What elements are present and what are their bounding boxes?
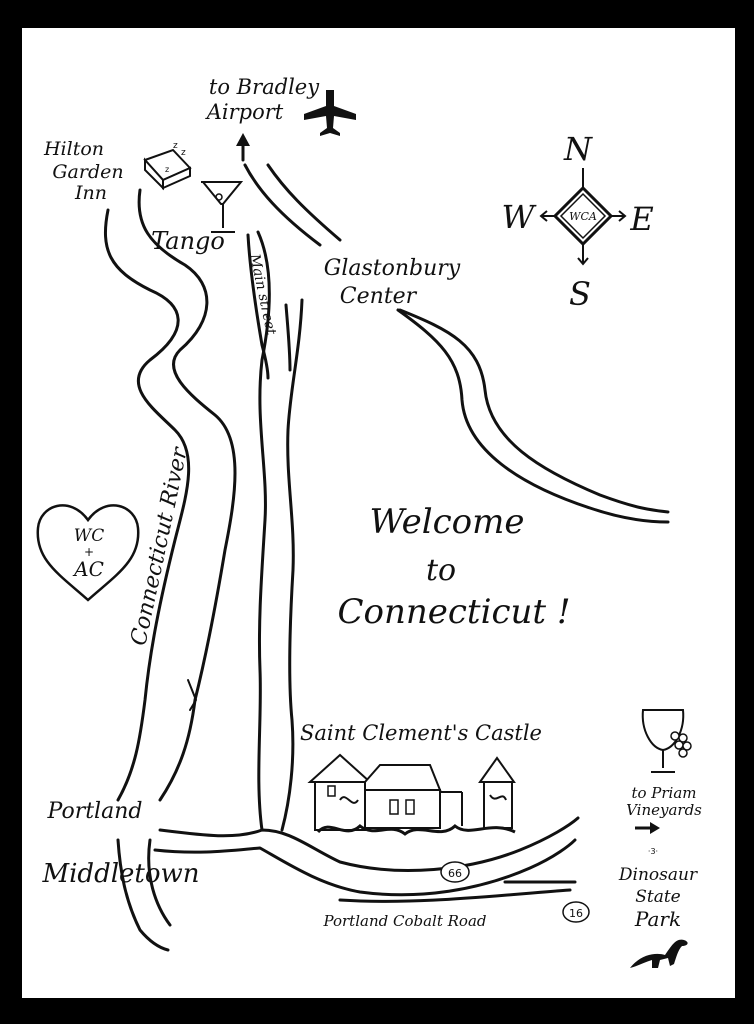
route-66-north (158, 816, 580, 873)
dots-separator: ·3· (648, 847, 658, 856)
label-portland: Portland (47, 799, 143, 824)
compass-west: W (502, 198, 538, 236)
castle-sketch (307, 753, 516, 836)
label-to-bradley: to Bradley (209, 75, 320, 99)
label-glastonbury: Glastonbury (324, 256, 461, 281)
wine-glass-icon (641, 709, 692, 773)
label-garden: Garden (52, 161, 123, 183)
river-inlet (187, 679, 197, 711)
martini-glass-icon (201, 181, 244, 233)
label-portland-cobalt-road: Portland Cobalt Road (322, 912, 486, 930)
label-state: State (635, 887, 681, 907)
route-66-shield: 66 (440, 861, 470, 883)
svg-text:z: z (173, 141, 178, 151)
label-inn: Inn (74, 182, 107, 204)
route-16-shield: 16 (562, 901, 590, 923)
label-castle: Saint Clement's Castle (300, 721, 542, 745)
label-middletown: Middletown (41, 859, 199, 889)
dinosaur-icon (630, 939, 688, 968)
vineyard-arrow-icon (635, 822, 660, 834)
north-arrow-to-airport (236, 133, 250, 162)
river-east-shore-2 (280, 298, 304, 832)
compass-south: S (569, 275, 591, 313)
svg-text:z: z (165, 165, 169, 174)
label-to-priam: to Priam (631, 784, 696, 802)
label-dinosaur: Dinosaur (618, 865, 698, 885)
compass-east: E (629, 200, 653, 238)
heart-initials-1: WC (74, 526, 104, 546)
label-hilton: Hilton (43, 138, 104, 160)
airplane-icon (304, 90, 356, 136)
road-to-bradley-west (243, 163, 322, 247)
compass-rose: WCA (539, 168, 627, 266)
route-66-label: 66 (448, 867, 462, 880)
compass-center-label: WCA (569, 210, 597, 223)
middletown-road-2 (147, 838, 172, 927)
glastonbury-road-south (396, 308, 670, 524)
label-main-street: Main street (246, 252, 279, 337)
glastonbury-road-north (398, 308, 670, 514)
route-16-label: 16 (569, 907, 583, 920)
label-tango: Tango (151, 227, 225, 255)
compass-north: N (563, 130, 593, 168)
heart-initials-2: AC (72, 557, 104, 581)
river-east-shore (256, 230, 271, 832)
heart-icon (36, 504, 140, 602)
label-vineyards: Vineyards (626, 801, 702, 819)
label-connecticut: Connecticut ! (337, 592, 570, 632)
river-west-bank (103, 208, 191, 802)
label-welcome: Welcome (369, 502, 524, 542)
hotel-icon: z z z (143, 141, 192, 191)
route-66-south (153, 838, 577, 897)
road-to-bradley-east (266, 163, 342, 242)
middletown-road-1 (116, 838, 170, 952)
heart-plus: + (84, 545, 94, 559)
label-center: Center (340, 284, 418, 309)
main-street-east (284, 303, 292, 372)
main-street-west (246, 233, 270, 380)
svg-text:z: z (181, 148, 186, 158)
portland-cobalt-road (338, 888, 572, 903)
label-to: to (426, 553, 456, 588)
label-park: Park (634, 907, 681, 931)
label-airport: Airport (205, 100, 284, 124)
